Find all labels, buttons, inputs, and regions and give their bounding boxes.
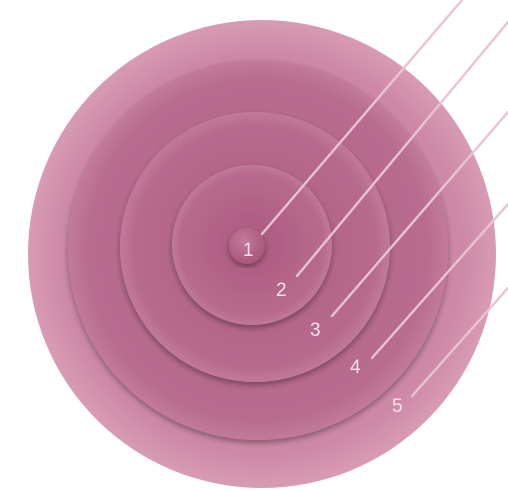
ring-label-2: 2 (276, 280, 287, 301)
ring-label-1: 1 (243, 240, 254, 261)
ring-label-3: 3 (310, 320, 321, 341)
ring-label-4: 4 (350, 357, 361, 378)
ring-label-5: 5 (392, 396, 403, 417)
